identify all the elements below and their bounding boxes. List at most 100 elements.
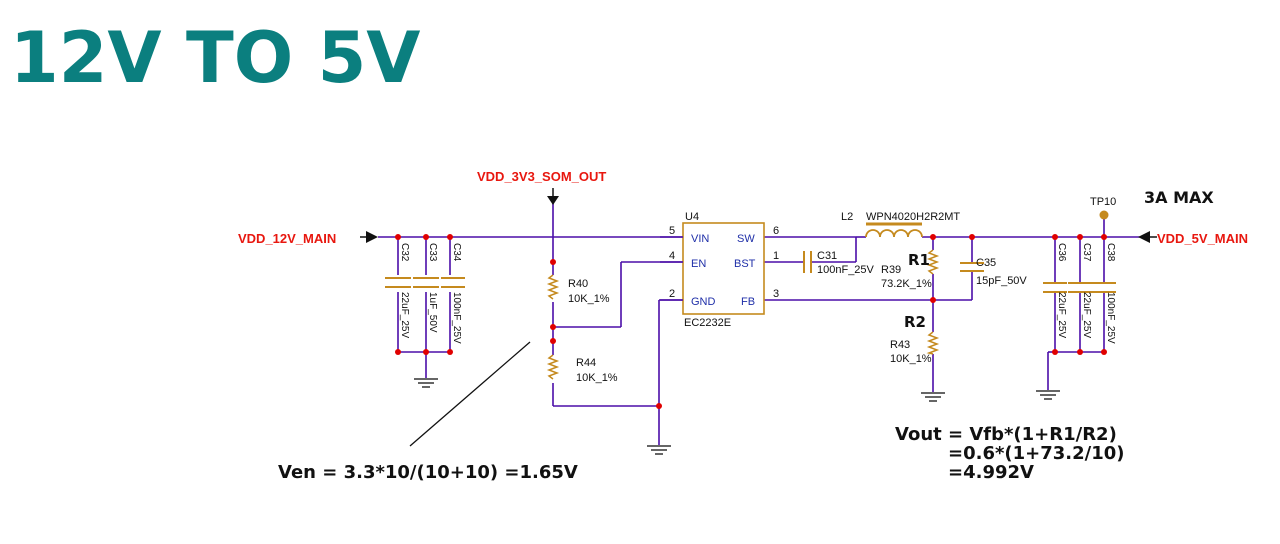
ic-pin1-num: 1 — [773, 250, 779, 262]
c37-refdes: C37 — [1081, 243, 1092, 262]
junction-dot — [1052, 349, 1058, 355]
r44-refdes: R44 — [576, 357, 596, 369]
r39-alias-label: R1 — [908, 251, 930, 269]
vout-equation-line2: =0.6*(1+73.2/10) — [948, 443, 1124, 464]
net-label-output: VDD_5V_MAIN — [1157, 231, 1248, 246]
junction-dot — [1101, 349, 1107, 355]
ground-icon — [646, 445, 672, 455]
c33-value: 1uF_50V — [427, 292, 438, 333]
ic-part-number: EC2232E — [684, 317, 731, 329]
c32-refdes: C32 — [399, 243, 410, 262]
c35-value: 15pF_50V — [976, 275, 1027, 287]
junction-dot — [395, 349, 401, 355]
r43-alias-label: R2 — [904, 313, 926, 331]
tp10-refdes: TP10 — [1090, 196, 1116, 208]
inductor-part-number: WPN4020H2R2MT — [866, 211, 960, 223]
c34-refdes: C34 — [451, 243, 462, 262]
ic-pin-gnd: GND — [691, 296, 716, 308]
enable-port-arrow-icon — [547, 196, 559, 205]
c34-value: 100nF_25V — [451, 292, 462, 344]
capacitor-c33: C33 1uF_50V — [413, 243, 439, 333]
vout-equation-line3: =4.992V — [948, 462, 1034, 483]
ic-pin-vin: VIN — [691, 233, 709, 245]
c36-refdes: C36 — [1056, 243, 1067, 262]
capacitor-c34: C34 100nF_25V — [441, 243, 465, 344]
junction-dot — [395, 234, 401, 240]
ground-icon — [1035, 390, 1061, 400]
net-port-3v3: VDD_3V3_SOM_OUT — [477, 169, 606, 205]
ic-body — [682, 222, 765, 315]
ic-u4: 5 4 2 VIN EN GND 6 1 3 SW BST FB U4 EC22… — [660, 211, 779, 329]
r43-value: 10K_1% — [890, 353, 932, 365]
junction-dot — [447, 349, 453, 355]
capacitor-c38: C38 100nF_25V — [1092, 243, 1116, 344]
junction-dot — [550, 324, 556, 330]
junction-dot — [1101, 234, 1107, 240]
r44-value: 10K_1% — [576, 372, 618, 384]
ic-pin4-num: 4 — [669, 250, 675, 262]
c31-refdes: C31 — [817, 250, 837, 262]
junction-dot — [969, 234, 975, 240]
input-port-arrow-icon — [366, 231, 378, 243]
ic-pin-sw: SW — [737, 233, 755, 245]
ic-pin5-num: 5 — [669, 225, 675, 237]
c38-value: 100nF_25V — [1105, 292, 1116, 344]
ic-pin6-num: 6 — [773, 225, 779, 237]
output-port-arrow-icon — [1138, 231, 1150, 243]
ic-pin-fb: FB — [741, 296, 755, 308]
r39-refdes: R39 — [881, 264, 901, 276]
c37-value: 22uF_25V — [1081, 292, 1092, 338]
testpoint-tp10: TP10 — [1090, 196, 1116, 220]
resistor-r39: R39 73.2K_1% R1 — [881, 249, 940, 290]
c36-value: 22uF_25V — [1056, 292, 1067, 338]
junction-dot — [423, 234, 429, 240]
inductor-refdes: L2 — [841, 211, 853, 223]
junction-dot — [447, 234, 453, 240]
junction-dot — [1077, 349, 1083, 355]
c31-value: 100nF_25V — [817, 264, 875, 276]
r40-value: 10K_1% — [568, 293, 610, 305]
c33-refdes: C33 — [427, 243, 438, 262]
ground-icon — [413, 378, 439, 388]
r43-zigzag — [926, 331, 940, 355]
capacitor-c31: C31 100nF_25V — [803, 250, 875, 276]
net-label-enable-source: VDD_3V3_SOM_OUT — [477, 169, 606, 184]
inductor-l2: L2 WPN4020H2R2MT — [841, 211, 960, 238]
capacitor-c35: C35 15pF_50V — [960, 257, 1027, 287]
wires — [378, 200, 1140, 445]
junction-dot — [550, 338, 556, 344]
r44-zigzag — [546, 354, 560, 380]
junction-dot — [930, 297, 936, 303]
net-port-12v: VDD_12V_MAIN — [238, 231, 378, 246]
junction-dot — [1077, 234, 1083, 240]
net-label-input: VDD_12V_MAIN — [238, 231, 336, 246]
ground-icon — [920, 392, 946, 402]
resistor-r44: R44 10K_1% — [546, 354, 618, 384]
inductor-coil — [865, 229, 923, 238]
c38-refdes: C38 — [1105, 243, 1116, 262]
capacitor-c36: C36 22uF_25V — [1043, 243, 1067, 338]
net-port-5v: VDD_5V_MAIN — [1138, 231, 1248, 246]
junction-dot — [1052, 234, 1058, 240]
resistor-r43: R43 10K_1% R2 — [890, 313, 940, 365]
max-current-note: 3A MAX — [1144, 188, 1214, 207]
r39-value: 73.2K_1% — [881, 278, 932, 290]
capacitor-c37: C37 22uF_25V — [1068, 243, 1092, 338]
resistor-r40: R40 10K_1% — [546, 274, 610, 305]
junctions — [395, 234, 1107, 409]
c32-value: 22uF_25V — [399, 292, 410, 338]
junction-dot — [930, 234, 936, 240]
ic-pin3-num: 3 — [773, 288, 779, 300]
ven-equation: Ven = 3.3*10/(10+10) =1.65V — [278, 462, 578, 483]
vout-equation-line1: Vout = Vfb*(1+R1/R2) — [895, 424, 1117, 445]
ic-refdes: U4 — [685, 211, 699, 223]
r43-refdes: R43 — [890, 339, 910, 351]
capacitor-c32: C32 22uF_25V — [385, 243, 411, 338]
tp10-pad — [1099, 210, 1109, 220]
junction-dot — [656, 403, 662, 409]
c35-refdes: C35 — [976, 257, 996, 269]
junction-dot — [423, 349, 429, 355]
r40-refdes: R40 — [568, 278, 588, 290]
